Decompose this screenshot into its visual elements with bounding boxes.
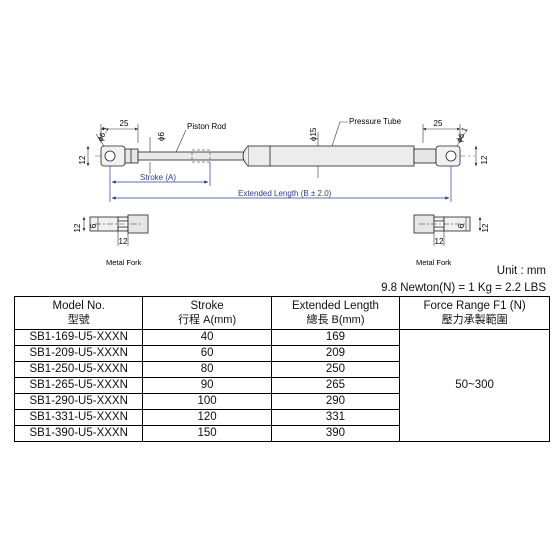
piston-rod (137, 151, 249, 161)
dim-left-eye-dia: ϕ6.1 (96, 124, 111, 142)
cell-stroke: 40 (142, 329, 272, 346)
cell-length: 265 (270, 377, 401, 394)
left-metal-fork-view (89, 214, 149, 234)
dim-left-fork-length: 25 (120, 119, 129, 128)
header-force-range: Force Range F1 (N)壓力承製範圍 (399, 296, 550, 330)
dim-right-eye-dia: ϕ6.1 (455, 125, 470, 143)
table-row: SB1-331-U5-XXXN 120 331 (13, 409, 550, 426)
table-row: SB1-169-U5-XXXN 40 169 50~300 (13, 329, 550, 442)
stroke-label: Stroke (A) (140, 173, 176, 182)
cell-force-range: 50~300 (399, 329, 550, 442)
extended-length-label: Extended Length (B ± 2.0) (238, 189, 332, 198)
metal-fork-left-label: Metal Fork (106, 258, 142, 267)
pressure-tube (242, 145, 415, 167)
left-fork-end (100, 145, 139, 167)
dim-right-fork-length: 25 (434, 119, 443, 128)
dim-left-fork-top-c: 12 (119, 237, 128, 246)
dim-left-fork-height: 12 (78, 155, 87, 164)
cell-length: 290 (270, 393, 401, 410)
dim-tube-dia: ϕ15 (309, 127, 318, 141)
dim-right-fork-top-c: 12 (435, 237, 444, 246)
dim-right-fork-top-b: 12 (481, 223, 490, 232)
pressure-tube-label: Pressure Tube (349, 117, 402, 126)
gas-spring-drawing: 25 25 ϕ6.1 ϕ6.1 ϕ6 ϕ15 12 12 Piston Rod … (73, 117, 490, 267)
dim-right-fork-height: 12 (480, 155, 489, 164)
cell-model: SB1-250-U5-XXXN (13, 361, 144, 378)
conversion-note: 9.8 Newton(N) = 1 Kg = 2.2 LBS (381, 282, 546, 294)
right-fork-end (413, 145, 461, 167)
cell-length: 169 (270, 329, 401, 346)
cell-length: 209 (270, 345, 401, 362)
dim-left-fork-top-b: 6 (89, 223, 98, 228)
cell-stroke: 120 (142, 409, 272, 426)
metal-fork-right-label: Metal Fork (416, 258, 452, 267)
table-row: SB1-209-U5-XXXN 60 209 (13, 345, 550, 362)
cell-length: 390 (270, 425, 401, 442)
cell-length: 250 (270, 361, 401, 378)
cell-model: SB1-331-U5-XXXN (13, 409, 144, 426)
cell-stroke: 80 (142, 361, 272, 378)
cell-stroke: 60 (142, 345, 272, 362)
header-model: Model No.型號 (13, 296, 144, 330)
cell-model: SB1-290-U5-XXXN (13, 393, 144, 410)
table-row: SB1-250-U5-XXXN 80 250 (13, 361, 550, 378)
dim-left-fork-top-a: 12 (73, 223, 82, 232)
right-metal-fork-view (413, 214, 471, 234)
dim-right-fork-top-a: 6 (457, 223, 466, 228)
cell-stroke: 90 (142, 377, 272, 394)
table-row: SB1-390-U5-XXXN 150 390 (13, 425, 550, 442)
cell-model: SB1-169-U5-XXXN (13, 329, 144, 346)
unit-label: Unit : mm (496, 265, 546, 277)
piston-rod-label: Piston Rod (187, 122, 226, 131)
table-row: SB1-265-U5-XXXN 90 265 (13, 377, 550, 394)
cell-model: SB1-390-U5-XXXN (13, 425, 144, 442)
cell-length: 331 (270, 409, 401, 426)
cell-stroke: 150 (142, 425, 272, 442)
cell-model: SB1-209-U5-XXXN (13, 345, 144, 362)
dim-rod-dia: ϕ6 (157, 132, 166, 141)
cell-model: SB1-265-U5-XXXN (13, 377, 144, 394)
cell-stroke: 100 (142, 393, 272, 410)
